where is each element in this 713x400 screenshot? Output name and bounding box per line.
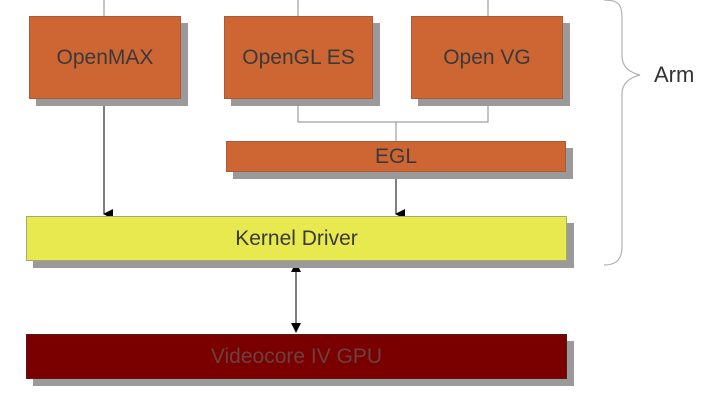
arm-label: Arm: [654, 62, 695, 87]
videocore-gpu-label: Videocore IV GPU: [210, 344, 383, 368]
kernel-driver-label: Kernel Driver: [235, 226, 358, 250]
kernel-driver-box: Kernel Driver: [26, 216, 567, 261]
arm-brace: [603, 0, 641, 266]
openmax-label: OpenMAX: [56, 45, 154, 69]
openmax-box: OpenMAX: [29, 16, 181, 99]
opengl-es-box: OpenGL ES: [224, 16, 373, 99]
open-vg-label: Open VG: [443, 45, 531, 69]
videocore-gpu-box: Videocore IV GPU: [26, 334, 567, 379]
egl-label: EGL: [374, 144, 418, 168]
gl-vg-join-line: [297, 99, 489, 123]
down-arrowhead: [291, 323, 301, 333]
up-arrowhead: [291, 262, 301, 272]
opengl-es-label: OpenGL ES: [242, 45, 355, 69]
egl-box: EGL: [226, 141, 566, 172]
open-vg-box: Open VG: [411, 16, 563, 99]
